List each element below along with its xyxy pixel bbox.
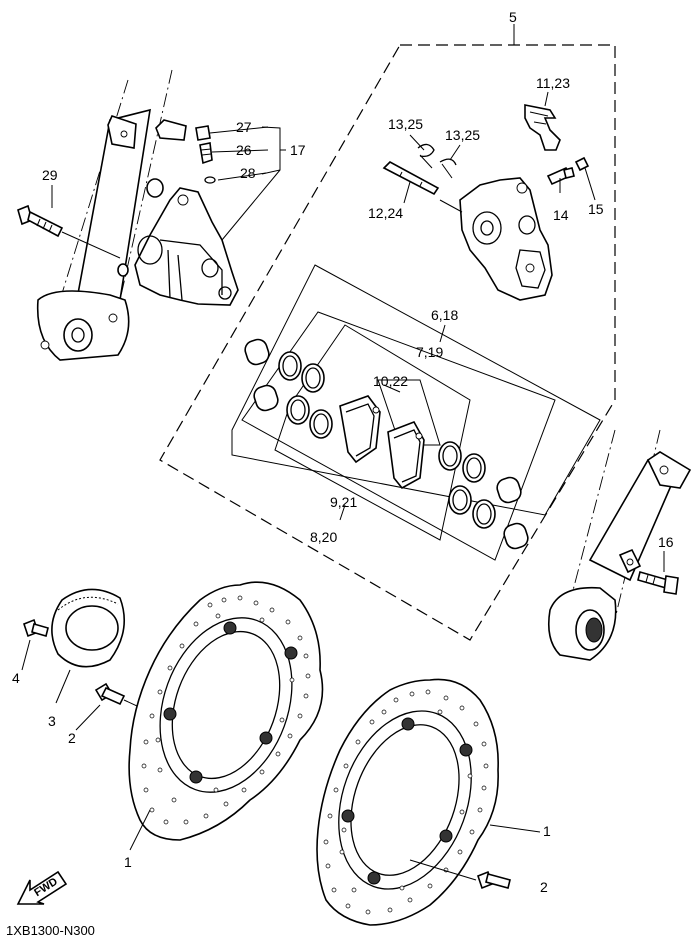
diagram-code: 1XB1300-N300 [6,923,95,938]
callout-17: 17 [290,142,306,158]
right-fork-leg [547,429,692,661]
left-brake-disc [128,581,324,841]
left-fork-leg [36,69,187,361]
bleed-screw-assembly [195,125,216,184]
seal-kit-middle-box [241,311,556,561]
abs-sensor-rotor [51,588,126,668]
pistons-right [496,476,529,550]
callout-28: 28 [240,165,256,181]
rotor-bolt-4 [23,618,49,638]
caliper-bolt-16 [637,571,679,595]
brake-pads [339,395,425,490]
callout-13-25-right: 13,25 [445,127,480,143]
callout-4: 4 [12,670,20,686]
pad-spring [524,104,561,151]
callout-13-25-left: 13,25 [388,116,423,132]
callout-10-22: 10,22 [373,373,408,389]
pad-box [377,379,441,446]
callout-9-21: 9,21 [330,494,357,510]
seals-right [438,441,496,529]
callout-2-right: 2 [540,879,548,895]
right-brake-caliper [439,177,553,301]
callout-27: 27 [236,119,252,135]
callout-8-20: 8,20 [310,529,337,545]
callout-29: 29 [42,167,58,183]
callout-1-right: 1 [543,823,551,839]
callout-6-18: 6,18 [431,307,458,323]
seals-left [278,351,333,439]
callout-12-24: 12,24 [368,205,403,221]
right-brake-disc [316,678,499,926]
caliper-pin-and-clips [382,143,457,196]
callout-15: 15 [588,201,604,217]
callout-16: 16 [658,534,674,550]
callout-2-left: 2 [68,730,76,746]
callout-14: 14 [553,207,569,223]
left-brake-caliper [134,187,239,306]
forward-arrow-icon: FWD [16,870,68,905]
callout-7-19: 7,19 [416,344,443,360]
leader-lines [21,24,665,851]
bleed-screw-14-cap-15 [546,156,590,186]
disc-bolt-2-left [94,682,151,713]
caliper-bolt-29 [17,204,121,259]
callout-5: 5 [509,9,517,25]
pistons-left [244,338,279,412]
seal-kit-inner-box [274,324,471,541]
caliper-kit-boundary [159,44,616,641]
callout-1-left: 1 [124,854,132,870]
callout-3: 3 [48,713,56,729]
callout-26: 26 [236,142,252,158]
callout-11-23: 11,23 [536,75,570,91]
seal-kit-outer-box [231,264,601,516]
disc-bolt-2-right [409,859,511,890]
